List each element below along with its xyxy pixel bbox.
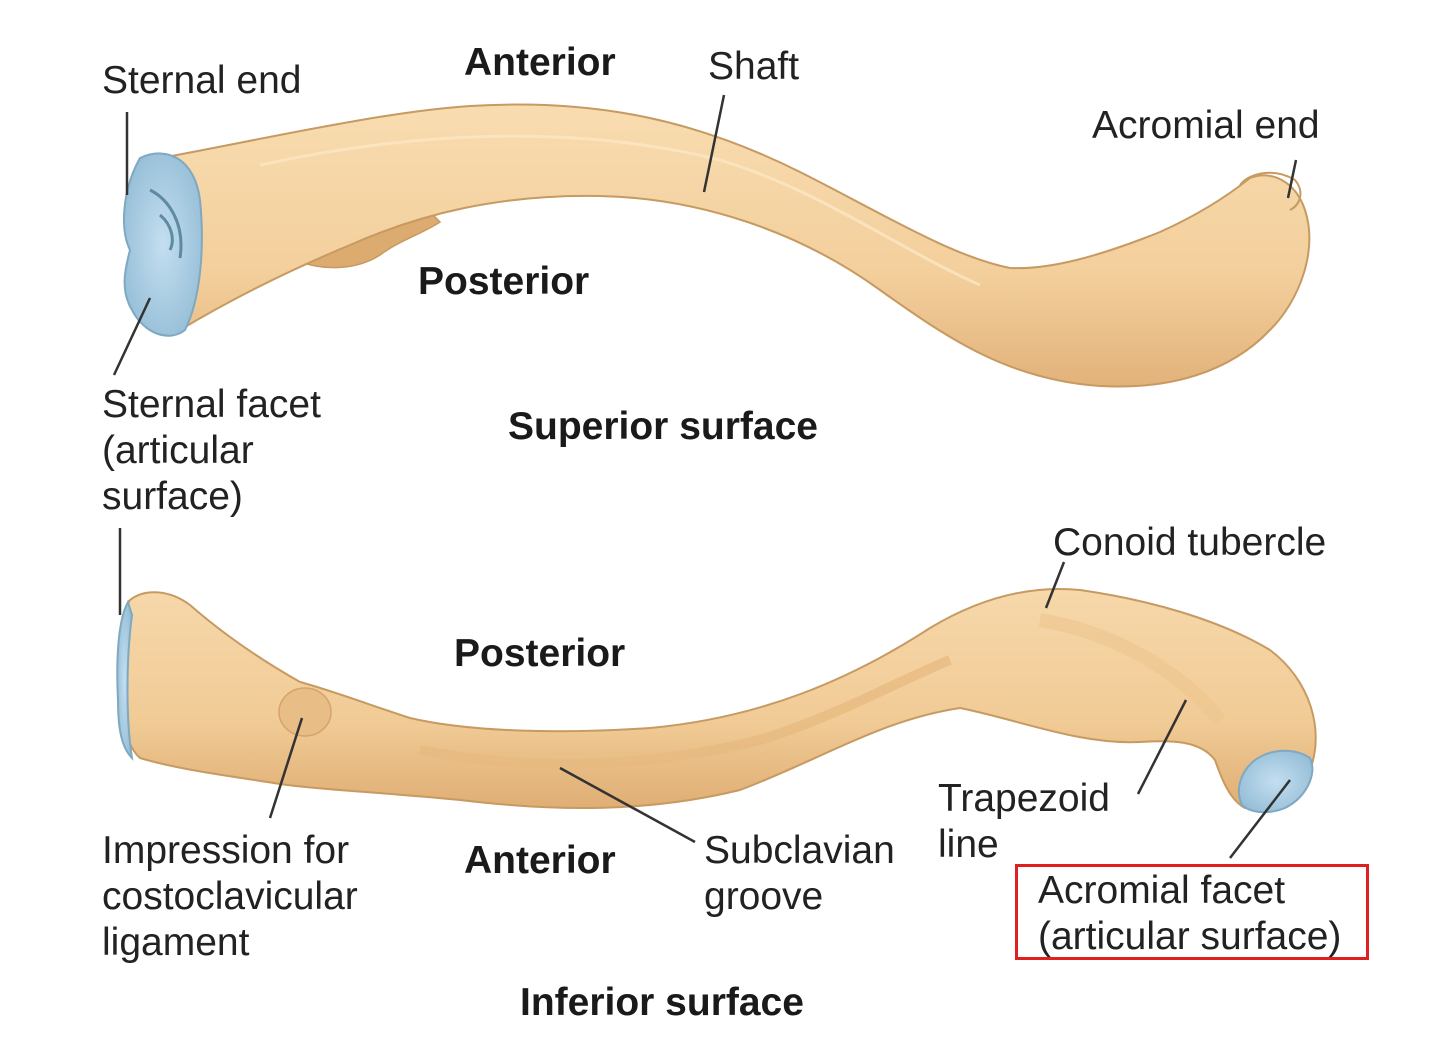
label-posterior-top: Posterior [418, 259, 589, 305]
label-inferior-surface: Inferior surface [520, 980, 804, 1026]
label-superior-surface: Superior surface [508, 404, 818, 450]
sternal-facet-top [124, 153, 202, 335]
label-acromial-facet: Acromial facet (articular surface) [1038, 868, 1341, 960]
inferior-clavicle [117, 589, 1315, 812]
label-sternal-facet: Sternal facet (articular surface) [102, 382, 321, 520]
label-anterior-top: Anterior [464, 40, 616, 86]
label-acromial-end: Acromial end [1092, 103, 1320, 149]
label-conoid-tubercle: Conoid tubercle [1053, 520, 1326, 566]
label-anterior-bottom: Anterior [464, 838, 616, 884]
label-shaft: Shaft [708, 44, 799, 90]
label-trapezoid-line: Trapezoid line [938, 776, 1110, 868]
costoclavicular-impression [279, 688, 331, 736]
label-impression: Impression for costoclavicular ligament [102, 828, 358, 966]
label-subclavian-groove: Subclavian groove [704, 828, 895, 920]
label-posterior-bottom: Posterior [454, 631, 625, 677]
label-sternal-end: Sternal end [102, 58, 301, 104]
